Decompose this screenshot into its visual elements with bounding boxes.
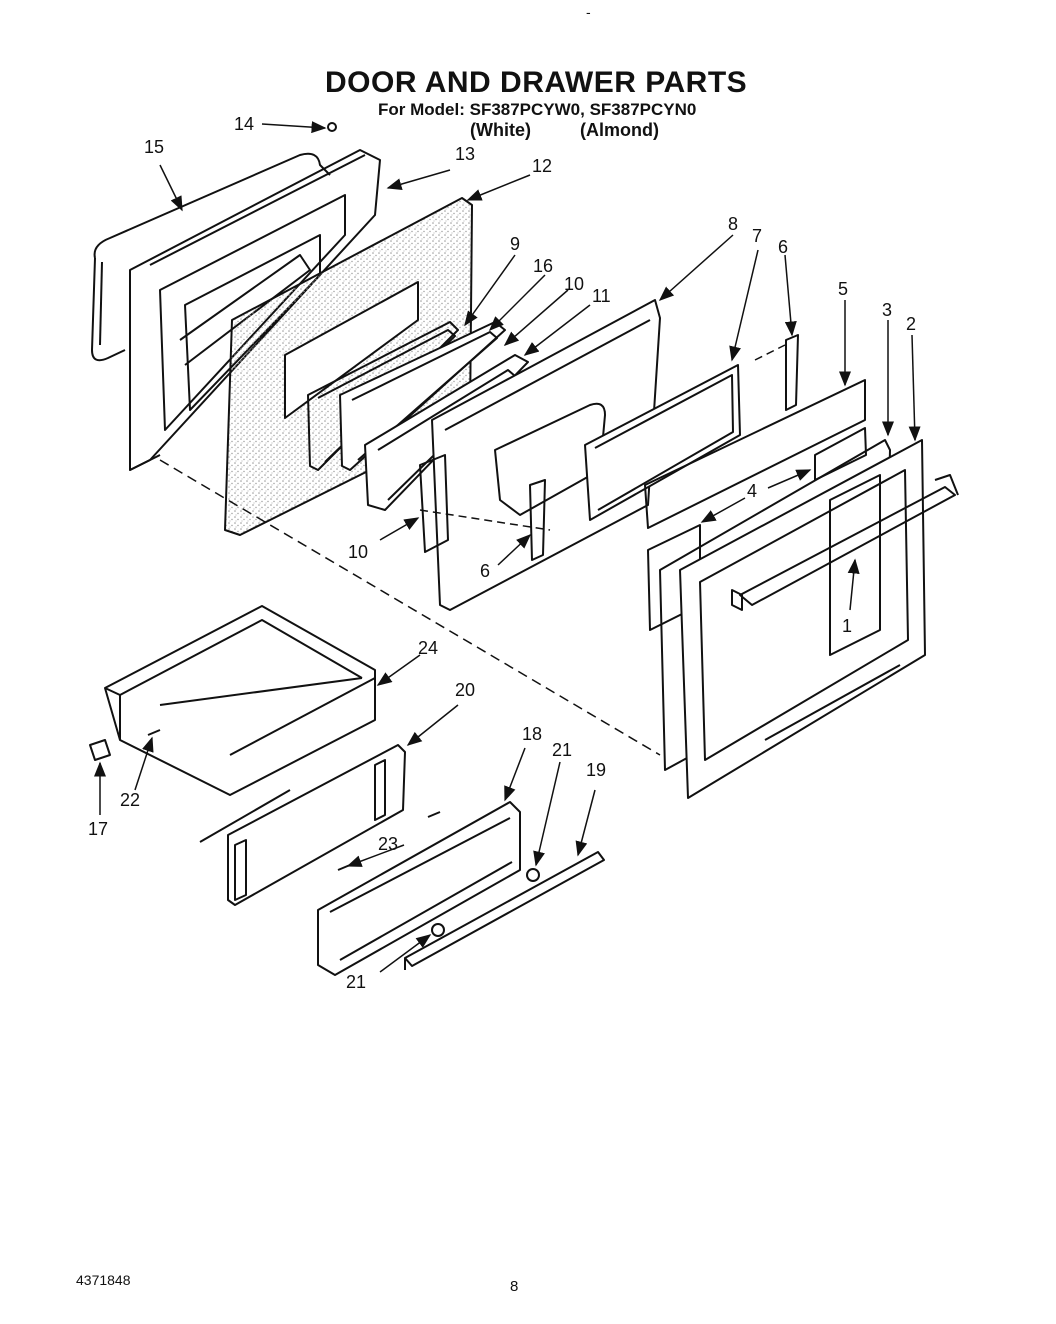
callout-17: 17	[88, 819, 108, 839]
callout-19: 19	[586, 760, 606, 780]
leader-lines	[94, 121, 921, 973]
drawer-panel-part	[199, 744, 406, 906]
callout-10a: 10	[564, 274, 584, 294]
callout-21a: 21	[552, 740, 572, 760]
variant-white: (White)	[470, 120, 531, 140]
drawer-front-part	[317, 801, 521, 976]
callout-7: 7	[752, 226, 762, 246]
top-mark: -	[586, 4, 591, 20]
model-line: For Model: SF387PCYW0, SF387PCYN0	[378, 100, 697, 119]
callout-6a: 6	[778, 237, 788, 257]
inner-door-panel-part	[419, 299, 661, 611]
drawer-box-part	[104, 605, 376, 796]
callout-5: 5	[838, 279, 848, 299]
document-number: 4371848	[76, 1272, 131, 1288]
callout-6b: 6	[480, 561, 490, 581]
callout-3: 3	[882, 300, 892, 320]
page-title: DOOR AND DRAWER PARTS	[325, 66, 748, 99]
callout-21b: 21	[346, 972, 366, 992]
door-glass-part	[584, 364, 741, 521]
callout-24: 24	[418, 638, 438, 658]
callout-1: 1	[842, 616, 852, 636]
outer-door-part	[659, 439, 926, 799]
drawer-trim-part	[404, 851, 605, 970]
door-gasket-part	[91, 152, 331, 362]
page-number: 8	[510, 1278, 519, 1295]
callout-23: 23	[378, 834, 398, 854]
callout-18: 18	[522, 724, 542, 744]
callout-4: 4	[747, 481, 757, 501]
callout-20: 20	[455, 680, 475, 700]
callout-22: 22	[120, 790, 140, 810]
callout-12: 12	[532, 156, 552, 176]
hinge-strip-part	[529, 334, 799, 561]
callout-10b: 10	[348, 542, 368, 562]
callout-15: 15	[144, 137, 164, 157]
callout-2: 2	[906, 314, 916, 334]
callout-8: 8	[728, 214, 738, 234]
callout-labels: 1 2 3 4 5 6 6 7 8 9 10 10 11 12 13 14 15…	[88, 114, 916, 992]
callout-16: 16	[533, 256, 553, 276]
door-handle-part	[731, 474, 959, 611]
variant-almond: (Almond)	[580, 120, 659, 140]
callout-11: 11	[592, 286, 611, 306]
callout-14: 14	[234, 114, 254, 134]
callout-9: 9	[510, 234, 520, 254]
callout-13: 13	[455, 144, 475, 164]
